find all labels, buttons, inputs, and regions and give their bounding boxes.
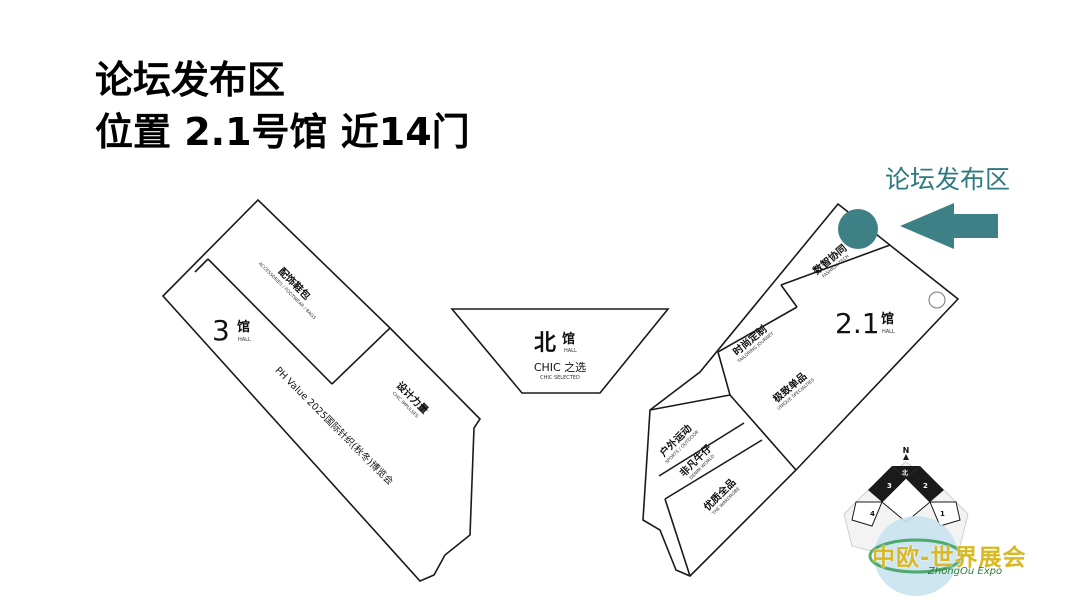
svg-text:2: 2	[923, 482, 928, 490]
svg-text:3: 3	[212, 314, 230, 347]
svg-text:HALL: HALL	[882, 329, 895, 335]
forum-area-marker[interactable]	[838, 209, 878, 249]
zone-accessories[interactable]: 配饰鞋包 ACCESSORIES / FOOTWEAR / BAGS	[257, 251, 327, 321]
hall-2-1[interactable]	[642, 202, 960, 577]
logo-text: 中欧-世界展会	[872, 545, 1027, 571]
keymap-hall-north	[892, 466, 920, 478]
page-title-line2: 位置 2.1号馆 近14门	[95, 110, 470, 154]
svg-text:CHIC SELECTED: CHIC SELECTED	[540, 375, 580, 381]
hall-2-1-number: 2.1 馆 HALL	[835, 307, 895, 340]
hall-3-number: 3 馆 HALL	[212, 314, 251, 347]
svg-text:CHIC 之选: CHIC 之选	[534, 360, 586, 374]
keymap-hall-3	[868, 466, 906, 502]
logo-globe-icon	[868, 516, 964, 596]
svg-text:4: 4	[870, 510, 875, 518]
zone-the-wardrobe[interactable]: 优质全品 THE WARDROBE	[701, 476, 743, 518]
logo-subtext: ZhongOu Expo	[928, 566, 1003, 577]
keymap-hall-4	[851, 501, 883, 527]
keymap-hall-2	[906, 466, 944, 502]
svg-text:1: 1	[940, 510, 945, 518]
zone-chic-impulses[interactable]: 设计力量 CHIC IMPULSES	[389, 379, 432, 421]
svg-text:北: 北	[534, 331, 556, 356]
svg-text:馆: 馆	[562, 331, 575, 347]
svg-text:HALL: HALL	[238, 337, 251, 343]
svg-text:馆: 馆	[237, 319, 250, 335]
keymap-hall-1	[929, 501, 961, 527]
svg-text:北: 北	[902, 469, 908, 477]
entrance-icon	[928, 291, 946, 309]
hall-3[interactable]	[161, 198, 482, 582]
svg-text:HALL: HALL	[564, 348, 577, 354]
forum-area-label: 论坛发布区	[885, 165, 1011, 194]
page-title-line1: 论坛发布区	[95, 58, 286, 102]
zone-unique-specialties[interactable]: 极致单品 UNIQUE SPECIALTIES	[768, 367, 816, 412]
north-hall-labels: 北 馆 HALL CHIC 之选 CHIC SELECTED	[534, 331, 586, 381]
svg-text:3: 3	[887, 482, 892, 490]
forum-arrow-icon	[900, 203, 998, 249]
svg-text:2.1: 2.1	[835, 307, 880, 340]
north-hall[interactable]	[450, 308, 670, 394]
svg-text:馆: 馆	[881, 311, 894, 327]
compass-north-icon: N	[903, 446, 910, 455]
